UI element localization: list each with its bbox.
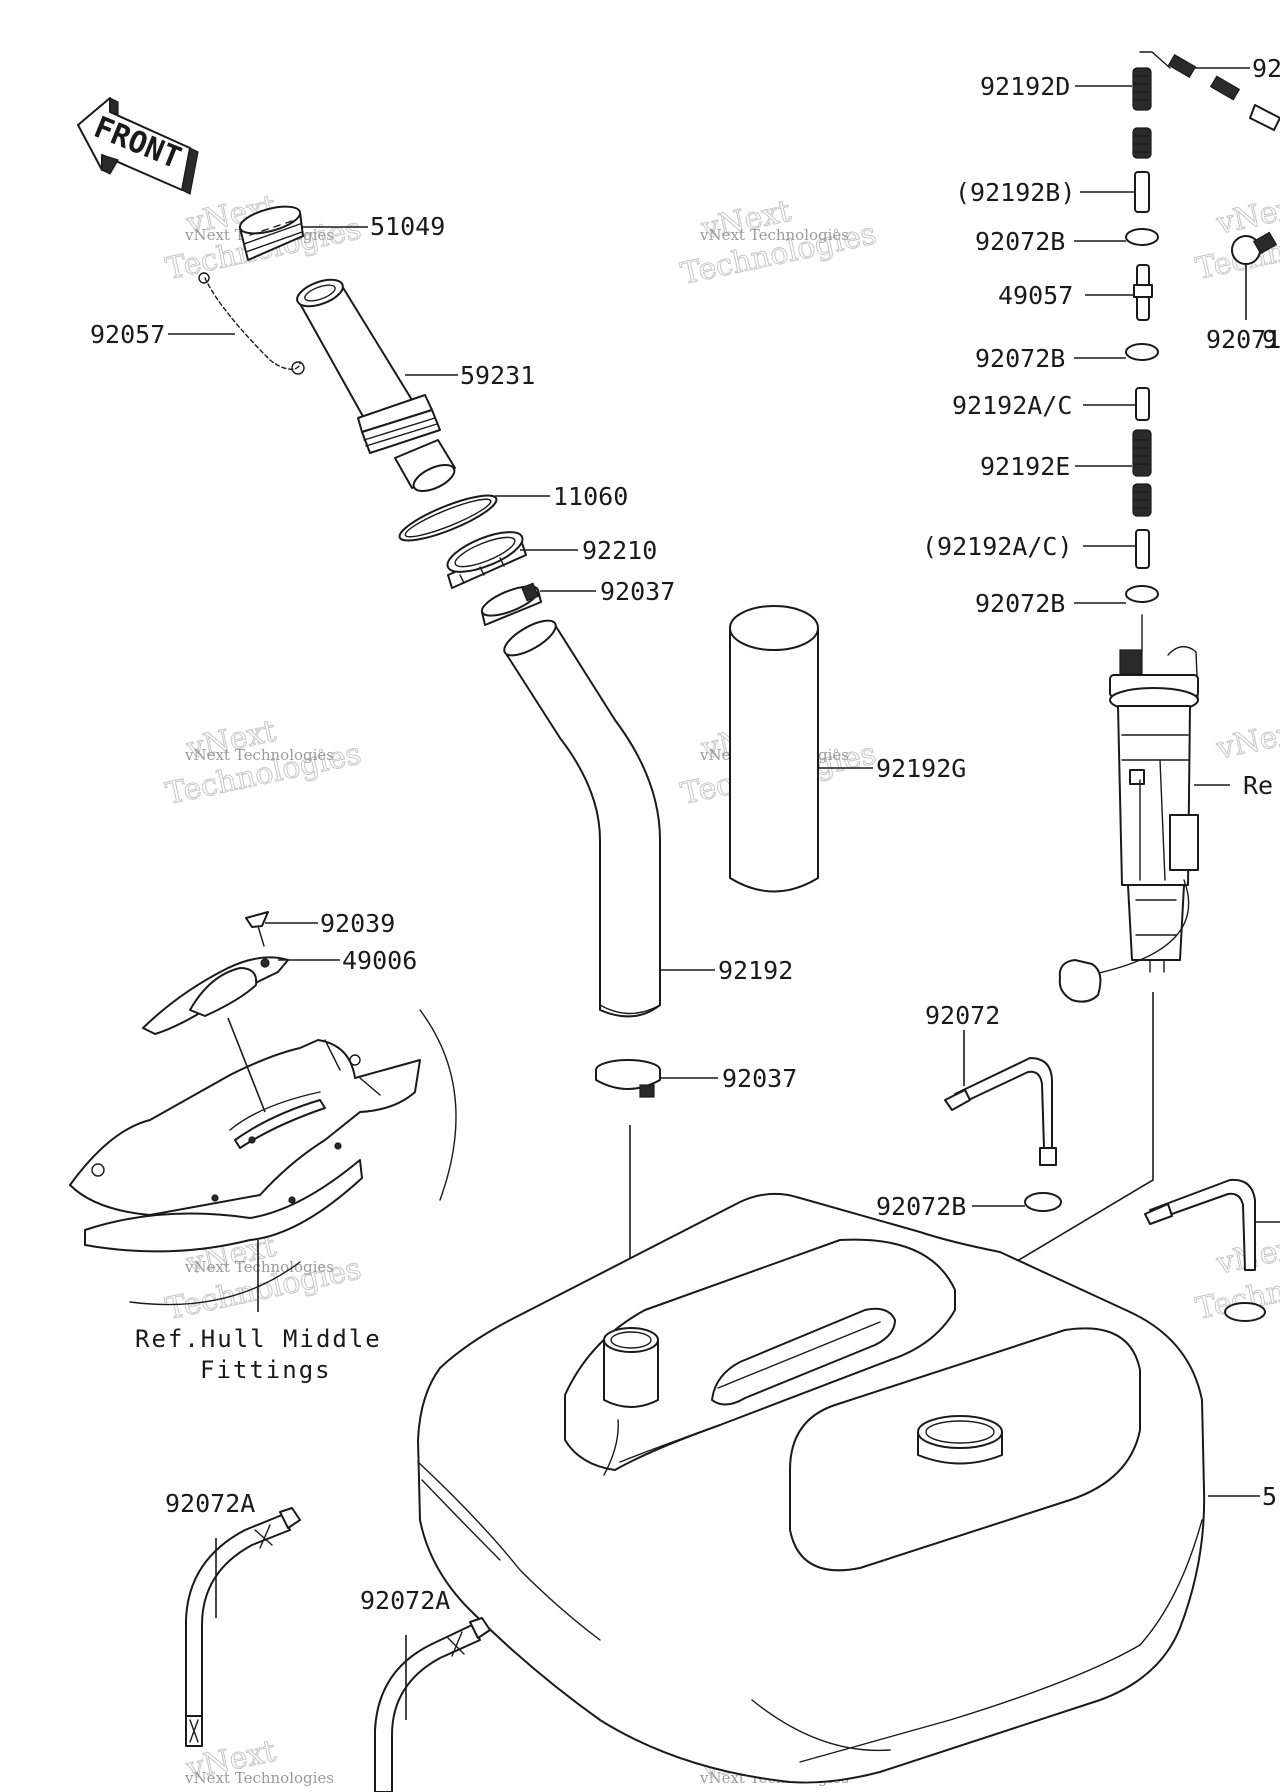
part-label-59231: 59231 xyxy=(460,361,535,390)
part-label-92210: 92210 xyxy=(582,536,657,565)
hull-reference-detail xyxy=(69,1009,457,1306)
part-label-11060: 11060 xyxy=(553,482,628,511)
leader-line xyxy=(227,1017,266,1113)
part-label-92072B-1: 92072B xyxy=(975,227,1065,256)
tank-strap-part xyxy=(944,1057,1057,1166)
part-label-92192AC-paren: (92192A/C) xyxy=(922,532,1073,561)
clip-part xyxy=(1125,228,1159,246)
part-label-92-top: 92 xyxy=(1252,54,1280,83)
part-label-92192B-paren: (92192B) xyxy=(955,178,1075,207)
part-label-92072A-1: 92072A xyxy=(165,1489,255,1518)
part-label-49057: 49057 xyxy=(998,281,1073,310)
watermark: vNext Technologies xyxy=(1192,188,1280,287)
part-label-92039: 92039 xyxy=(320,909,395,938)
rivet-part xyxy=(245,911,269,947)
fuel-cap-part xyxy=(238,205,304,261)
watermark-caption: vNext Technologies xyxy=(699,226,849,244)
reference-note-line2: Fittings xyxy=(200,1356,332,1384)
part-label-92072A-2: 92072A xyxy=(360,1586,450,1615)
part-label-92072B-2: 92072B xyxy=(975,344,1065,373)
part-label-92072B-3: 92072B xyxy=(975,589,1065,618)
part-label-92037-upper: 92037 xyxy=(600,577,675,606)
watermark-caption: vNext Technologies xyxy=(184,1258,334,1276)
leader-line xyxy=(959,992,1154,1296)
part-label-9-right: 9 xyxy=(1262,325,1277,354)
small-pipe-part xyxy=(1135,529,1150,569)
clip-part xyxy=(1125,343,1159,361)
part-label-92057: 92057 xyxy=(90,320,165,349)
clip-part xyxy=(1024,1192,1062,1212)
part-label-92192: 92192 xyxy=(718,956,793,985)
small-hose-part xyxy=(1132,483,1152,517)
small-pipe-part xyxy=(1135,387,1150,421)
watermark-caption: vNext Technologies xyxy=(184,1769,334,1787)
fuel-tank-part xyxy=(417,1192,1206,1784)
part-label-92192D: 92192D xyxy=(980,72,1070,101)
fitting-part xyxy=(1231,231,1278,265)
watermark: vNext xyxy=(1212,713,1280,767)
part-label-5-right: 5 xyxy=(1262,1482,1277,1511)
filler-neck-part xyxy=(296,278,456,492)
part-label-49006: 49006 xyxy=(342,946,417,975)
o-ring-part xyxy=(398,494,498,542)
part-label-51049: 51049 xyxy=(370,212,445,241)
tether-chain-part xyxy=(198,272,305,375)
small-hose-part xyxy=(1132,429,1152,477)
fuel-hose-part xyxy=(503,619,661,1018)
watermark-caption: vNext Technologies xyxy=(184,746,334,764)
part-label-Re: Re xyxy=(1243,771,1273,800)
part-label-92192G: 92192G xyxy=(876,754,966,783)
check-valve-part xyxy=(1133,264,1153,321)
reference-note-line1: Ref.Hull Middle xyxy=(135,1325,382,1353)
vent-cable-part xyxy=(1139,51,1280,131)
tank-strap-part xyxy=(374,1617,491,1792)
front-arrow-icon: FRONT xyxy=(77,97,199,195)
small-pipe-part xyxy=(1134,171,1150,213)
cover-plate-part xyxy=(142,956,289,1035)
tank-strap-part xyxy=(185,1507,301,1747)
part-label-92037-lower: 92037 xyxy=(722,1064,797,1093)
svg-text:vNext: vNext xyxy=(1213,714,1280,767)
fuel-pump-assembly xyxy=(1058,614,1199,1003)
small-hose-part xyxy=(1132,127,1152,159)
large-hose-part xyxy=(729,605,819,893)
part-label-92192E: 92192E xyxy=(980,452,1070,481)
hose-clamp-part xyxy=(595,1059,661,1098)
tank-strap-part xyxy=(1144,1178,1266,1322)
part-label-92071: 92071 xyxy=(1206,325,1280,354)
part-label-92192AC: 92192A/C xyxy=(952,391,1072,420)
hose-clamp-part xyxy=(480,582,542,626)
clip-part xyxy=(1125,585,1159,603)
nut-part xyxy=(446,531,527,589)
part-label-92072B-4: 92072B xyxy=(876,1192,966,1221)
part-label-92072: 92072 xyxy=(925,1001,1000,1030)
small-hose-part xyxy=(1132,67,1152,111)
